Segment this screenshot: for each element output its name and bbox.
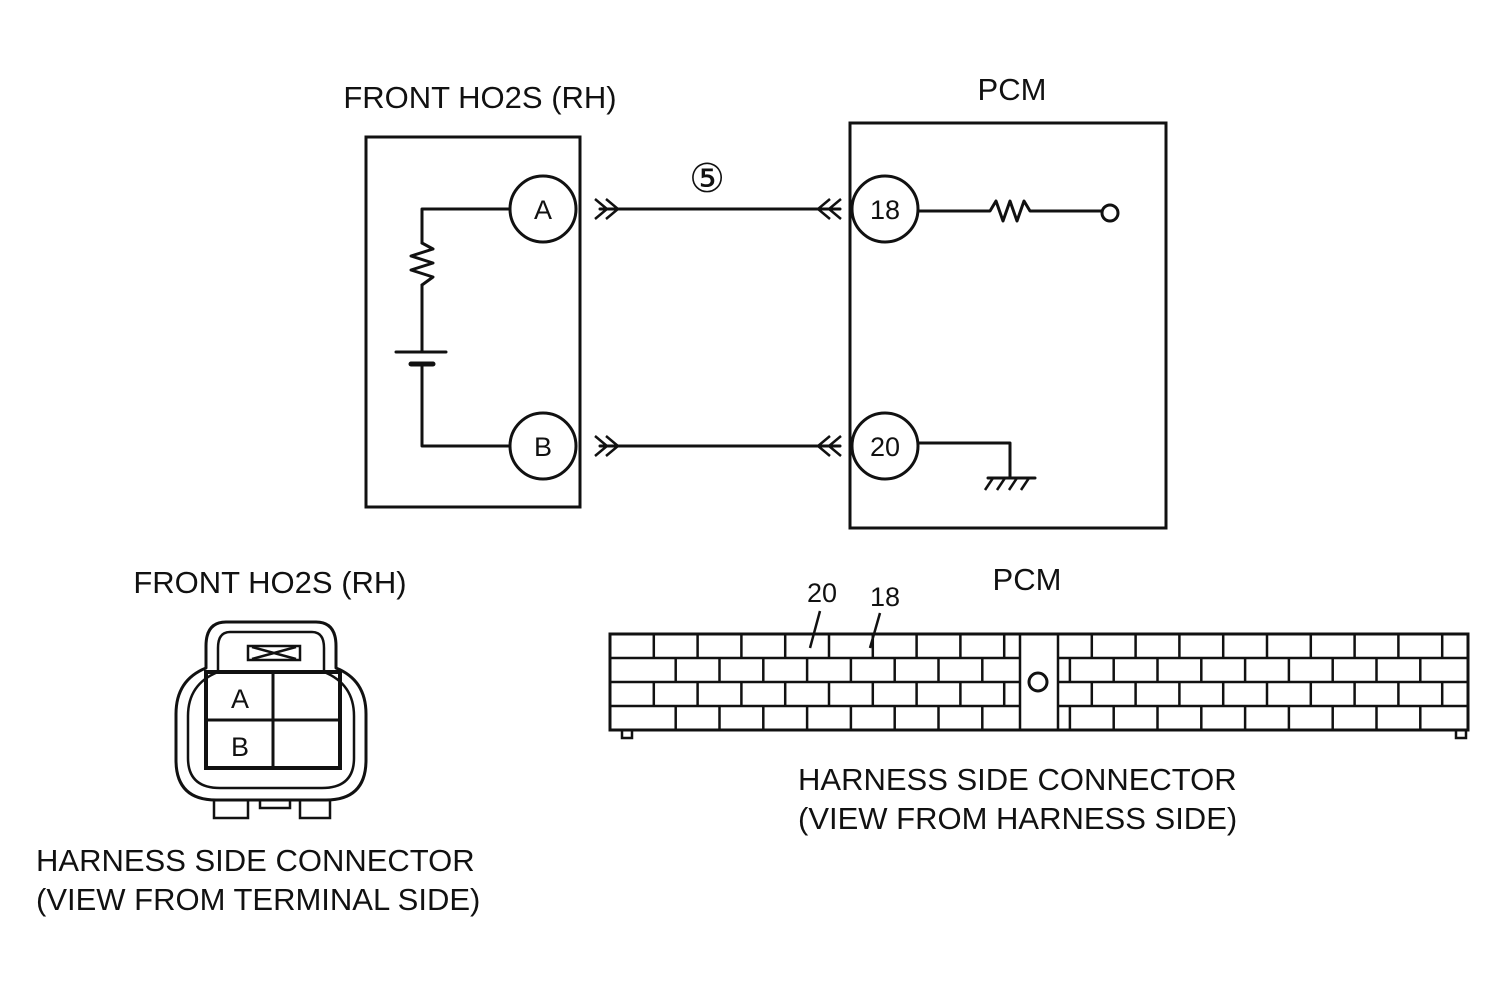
pcm-pin-label-18: 18 [870, 582, 900, 612]
sensor-terminal-a [508, 174, 578, 244]
sensor-title: FRONT HO2S (RH) [343, 80, 616, 115]
schematic: FRONT HO2S (RH) PCM A B ⑤ [343, 72, 1168, 530]
sensor-connector-caption-line2: (VIEW FROM TERMINAL SIDE) [36, 882, 480, 917]
connector-latch [246, 644, 302, 662]
pcm-box [848, 121, 1168, 530]
sensor-connector-cell-a: A [231, 684, 249, 714]
sensor-terminal-a-label: A [534, 195, 552, 225]
sensor-connector-title: FRONT HO2S (RH) [133, 565, 406, 600]
pcm-connector-title: PCM [993, 562, 1062, 597]
terminal-point-icon [1100, 203, 1120, 223]
sensor-connector-icon [174, 620, 368, 820]
sensor-connector-cell-b: B [231, 732, 249, 762]
sensor-wire-top [420, 207, 511, 245]
latch-mark-icon [251, 645, 297, 661]
sensor-terminal-b-label: B [534, 432, 552, 462]
connector-arrow-icon [594, 435, 620, 457]
sensor-connector-view: FRONT HO2S (RH) A B HARNESS SIDE CONNECT… [36, 565, 480, 917]
connector-inner-shell [186, 630, 356, 790]
ground-icon [983, 476, 1037, 491]
wire-number: ⑤ [689, 157, 725, 201]
resistor-icon [409, 241, 435, 287]
pcm-terminal-20-label: 20 [870, 432, 900, 462]
pcm-connector-key-icon [1027, 671, 1049, 693]
connector-arrow-icon [816, 435, 842, 457]
resistor-icon [916, 199, 1104, 223]
sensor-internal-circuit [394, 207, 511, 448]
pcm-title: PCM [978, 72, 1047, 107]
wire-b-20 [594, 435, 842, 457]
connector-shell [174, 620, 368, 802]
connector-arrow-icon [594, 198, 620, 220]
pcm-connector-feet [620, 730, 1468, 740]
wire-a-18 [594, 198, 842, 220]
battery-icon [394, 350, 448, 367]
sensor-wire-bottom [420, 362, 511, 448]
pcm-connector-caption-line1: HARNESS SIDE CONNECTOR [798, 762, 1237, 797]
pcm-connector-view: PCM 20 18 HARNESS SIDE CONNECTOR (VIEW F… [608, 562, 1470, 836]
sensor-connector-caption-line1: HARNESS SIDE CONNECTOR [36, 843, 475, 878]
sensor-terminal-b [508, 411, 578, 481]
connector-tabs [212, 800, 332, 820]
pcm-connector-icon [608, 632, 1470, 740]
leader-line-18 [868, 612, 882, 649]
pcm-pin-label-20: 20 [807, 578, 837, 608]
sensor-box [364, 135, 582, 509]
pcm-terminal-18-label: 18 [870, 195, 900, 225]
pcm-terminal-18 [850, 174, 920, 244]
pcm-connector-caption-line2: (VIEW FROM HARNESS SIDE) [798, 801, 1237, 836]
pcm-terminal-20 [850, 411, 920, 481]
ground-wire [916, 441, 1012, 480]
pcm-internal-circuit [916, 199, 1120, 491]
leader-line-20 [808, 610, 822, 649]
connector-arrow-icon [816, 198, 842, 220]
